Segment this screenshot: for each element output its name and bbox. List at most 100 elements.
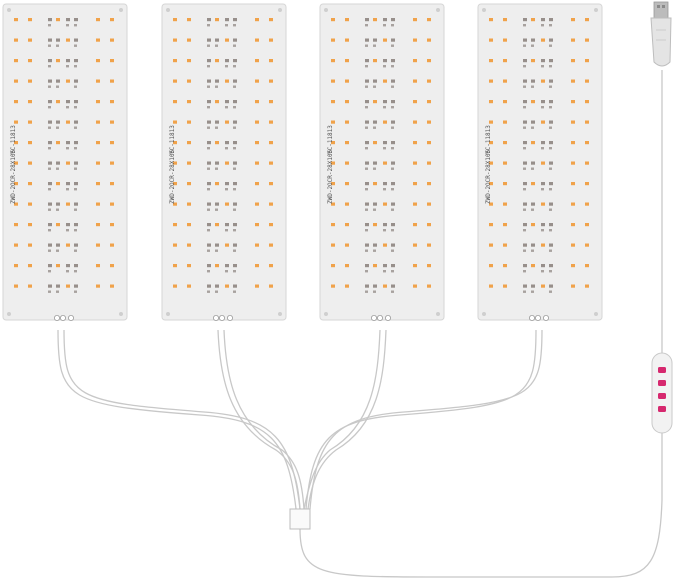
led-chip	[255, 264, 259, 268]
inline-dimmer-controller	[651, 352, 673, 434]
cable-splitter-icon	[289, 508, 311, 530]
led-chip	[365, 243, 369, 247]
led-chip	[74, 284, 78, 288]
led-chip	[215, 264, 219, 268]
mount-hole	[482, 8, 486, 12]
led-chip	[269, 141, 273, 145]
led-chip	[207, 85, 210, 88]
led-chip	[585, 38, 589, 42]
led-chip	[74, 65, 77, 68]
led-chip	[413, 182, 417, 186]
led-chip	[74, 229, 77, 232]
led-chip	[489, 223, 493, 227]
led-chip	[28, 100, 32, 104]
led-chip	[549, 106, 552, 109]
led-chip	[110, 202, 114, 206]
led-chip	[365, 202, 369, 206]
wire-connector	[535, 314, 542, 321]
led-chip	[365, 182, 369, 186]
led-chip	[207, 284, 211, 288]
led-chip	[365, 120, 369, 124]
led-chip	[56, 100, 60, 104]
led-chip	[110, 59, 114, 63]
led-chip	[110, 243, 114, 247]
led-chip	[365, 284, 369, 288]
led-chip	[503, 120, 507, 124]
led-chip	[56, 79, 60, 83]
led-chip	[207, 290, 210, 293]
led-chip	[48, 65, 51, 68]
led-chip	[391, 229, 394, 232]
led-chip	[74, 223, 78, 227]
led-chip	[28, 120, 32, 124]
led-chip	[383, 270, 386, 273]
led-chip	[331, 79, 335, 83]
led-chip	[503, 141, 507, 145]
led-chip	[585, 79, 589, 83]
led-chip	[28, 79, 32, 83]
led-chip	[14, 264, 18, 268]
led-chip	[345, 38, 349, 42]
led-chip	[269, 59, 273, 63]
led-chip	[187, 223, 191, 227]
led-chip	[255, 120, 259, 124]
led-chip	[225, 100, 229, 104]
led-chip	[413, 223, 417, 227]
led-chip	[503, 161, 507, 165]
led-chip	[391, 270, 394, 273]
led-chip	[391, 290, 394, 293]
mount-hole	[278, 312, 282, 316]
led-chip	[233, 167, 236, 170]
led-chip	[531, 182, 535, 186]
led-chip	[269, 18, 273, 22]
led-chip	[207, 24, 210, 27]
led-chip	[523, 18, 527, 22]
led-chip	[74, 59, 78, 63]
led-chip	[207, 229, 210, 232]
led-chip	[365, 106, 368, 109]
led-chip	[331, 161, 335, 165]
led-chip	[74, 167, 77, 170]
led-chip	[233, 38, 237, 42]
led-chip	[489, 161, 493, 165]
led-chip	[345, 202, 349, 206]
led-chip	[56, 202, 60, 206]
led-chip	[383, 38, 387, 42]
led-chip	[541, 202, 545, 206]
led-chip	[14, 223, 18, 227]
led-chip	[365, 38, 369, 42]
led-chip	[571, 284, 575, 288]
led-chip	[585, 120, 589, 124]
led-chip	[427, 243, 431, 247]
led-chip	[14, 120, 18, 124]
led-chip	[48, 120, 52, 124]
led-chip	[571, 38, 575, 42]
led-chip	[56, 141, 60, 145]
led-chip	[74, 249, 77, 252]
led-chip	[187, 243, 191, 247]
led-chip	[549, 126, 552, 129]
led-chip	[48, 290, 51, 293]
led-chip	[549, 120, 553, 124]
led-chip	[383, 120, 387, 124]
led-chip	[225, 59, 229, 63]
led-chip	[413, 141, 417, 145]
led-chip	[427, 202, 431, 206]
led-chip	[549, 290, 552, 293]
led-chip	[215, 223, 219, 227]
led-chip	[373, 79, 377, 83]
led-chip	[391, 223, 395, 227]
led-chip	[110, 18, 114, 22]
led-chip	[331, 38, 335, 42]
led-chip	[48, 270, 51, 273]
led-chip	[531, 85, 534, 88]
led-chip	[373, 249, 376, 252]
led-chip	[215, 100, 219, 104]
led-chip	[48, 79, 52, 83]
led-chip	[14, 182, 18, 186]
led-chip	[541, 120, 545, 124]
led-chip	[233, 270, 236, 273]
led-chip	[365, 290, 368, 293]
led-chip	[373, 264, 377, 268]
